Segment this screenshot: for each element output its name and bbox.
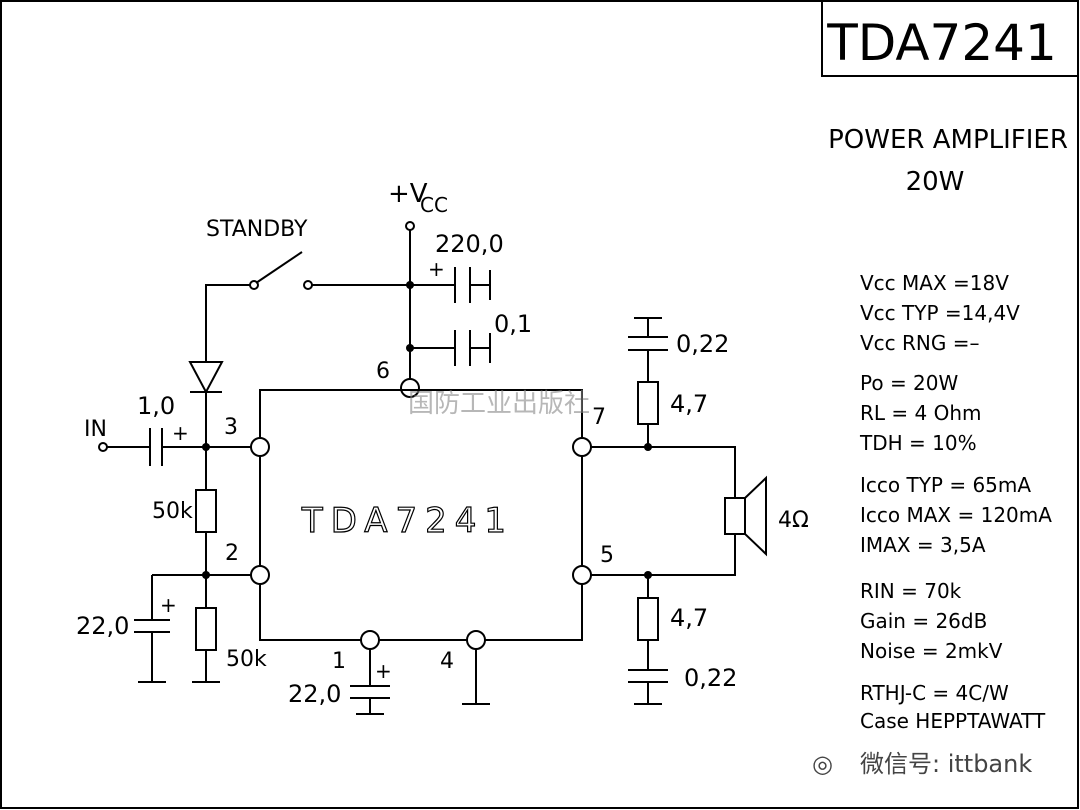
spec-line: Icco TYP = 65mA: [860, 473, 1031, 497]
spec-line: Po = 20W: [860, 371, 959, 395]
pin1: [360, 630, 380, 650]
spec-line: TDH = 10%: [859, 431, 977, 455]
pin7-output-wire: [591, 446, 736, 498]
spec-line: Case HEPPTAWATT: [860, 709, 1046, 733]
pin4-label: 4: [440, 649, 454, 674]
junction-dot: [406, 344, 414, 352]
c-zobel-top-label: 0,22: [676, 330, 729, 358]
subtitle-line2: 20W: [906, 167, 965, 197]
pin7-label: 7: [592, 405, 606, 430]
input-label: IN: [84, 417, 107, 442]
pin6-marker: [400, 378, 420, 398]
wechat-icon: ◎: [812, 750, 833, 778]
speaker-return-wire: [591, 534, 736, 576]
c-in-label: 1,0: [137, 392, 175, 420]
pin2-label: 2: [225, 541, 239, 566]
pin3-label: 3: [224, 415, 238, 440]
r-bias-bottom: [195, 607, 217, 651]
pin4: [466, 630, 486, 650]
spec-line: Vcc TYP =14,4V: [860, 301, 1020, 325]
pin7: [572, 437, 592, 457]
speaker-cone: [744, 475, 767, 557]
speaker-body: [724, 497, 746, 535]
r-zobel-bottom-label: 4,7: [670, 604, 708, 632]
standby-label: STANDBY: [206, 217, 308, 242]
title: TDA7241: [826, 14, 1057, 72]
pin5: [572, 565, 592, 585]
switch-blade: [255, 251, 303, 284]
pin6-label: 6: [376, 359, 390, 384]
supply-terminal: [405, 221, 415, 231]
subtitle-line1: POWER AMPLIFIER: [828, 125, 1068, 155]
switch-contact-right: [303, 280, 313, 290]
spec-line: RIN = 70k: [860, 579, 962, 603]
ic-label: TDA7241: [301, 501, 514, 541]
spec-line: RL = 4 Ohm: [860, 401, 982, 425]
watermark: 国防工业出版社: [408, 389, 590, 419]
spec-line: RTHJ-C = 4C/W: [860, 681, 1009, 705]
spec-line: IMAX = 3,5A: [860, 533, 986, 557]
input-terminal: [98, 442, 108, 452]
spec-line: Gain = 26dB: [860, 609, 987, 633]
r-bias-top-label: 50k: [152, 499, 193, 524]
c-supply-big-plus: +: [428, 257, 445, 281]
pin1-label: 1: [332, 649, 346, 674]
spec-line: Icco MAX = 120mA: [860, 503, 1052, 527]
c-pin1-plus: +: [375, 659, 392, 683]
junction-dot: [202, 443, 210, 451]
c-bias-plus: +: [160, 593, 177, 617]
spec-list: Vcc MAX =18V Vcc TYP =14,4V Vcc RNG =– Po =…: [859, 271, 1052, 733]
junction-dot: [202, 571, 210, 579]
c-in-plus: +: [172, 421, 189, 445]
spec-line: Vcc MAX =18V: [860, 271, 1009, 295]
c-supply-small-label: 0,1: [494, 310, 532, 338]
pin2: [250, 565, 270, 585]
footer-label: 微信号: ittbank: [860, 750, 1032, 778]
c-pin1-label: 22,0: [288, 680, 341, 708]
r-zobel-top: [637, 381, 659, 425]
pin5-label: 5: [600, 543, 614, 568]
supply-sub: CC: [420, 193, 448, 217]
r-zobel-bottom: [637, 597, 659, 641]
spec-line: Vcc RNG =–: [860, 331, 980, 355]
standby-wire: [205, 284, 250, 362]
r-zobel-top-label: 4,7: [670, 390, 708, 418]
c-bias-label: 22,0: [76, 612, 129, 640]
c-supply-big-label: 220,0: [435, 230, 504, 258]
r-bias-top: [195, 489, 217, 533]
supply-label: +V: [388, 179, 428, 209]
pin3: [250, 437, 270, 457]
diode-symbol: [188, 361, 224, 395]
title-box: [821, 1, 1078, 77]
r-bias-bottom-label: 50k: [226, 647, 267, 672]
c-zobel-bottom-label: 0,22: [684, 664, 737, 692]
speaker-label: 4Ω: [778, 508, 809, 533]
spec-line: Noise = 2mkV: [860, 639, 1003, 663]
